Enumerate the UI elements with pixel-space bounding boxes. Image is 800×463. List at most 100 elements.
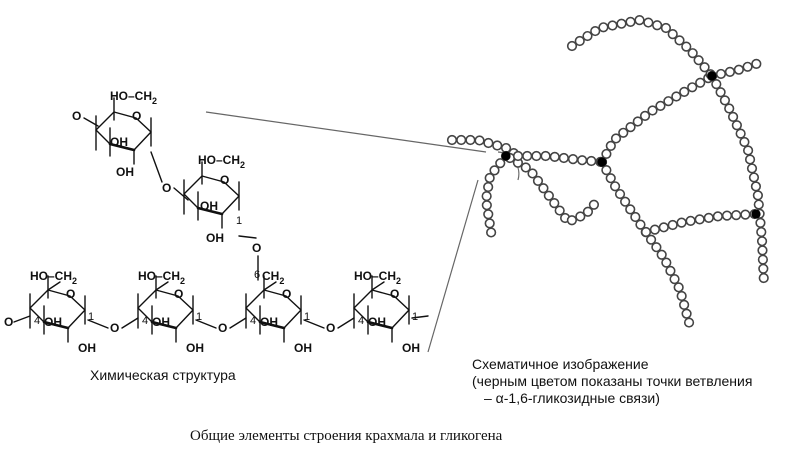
glucose-bead — [661, 257, 672, 268]
chain-left-top — [446, 134, 519, 159]
glucose-bead — [742, 145, 754, 156]
glycosidic-oxygen: O — [218, 321, 227, 335]
connector-line-bottom — [427, 179, 479, 353]
glucose-bead — [758, 272, 769, 284]
glucose-bead — [656, 249, 667, 260]
bond — [371, 281, 385, 291]
position-6-label: 6 — [254, 269, 260, 281]
chain-top-arc — [566, 14, 716, 80]
glucose-bead — [679, 299, 690, 310]
glucose-bead — [520, 162, 531, 173]
chemical-structure-caption: Химическая структура — [90, 367, 236, 383]
glucose-bead — [665, 265, 676, 276]
chain-to-upper-right — [596, 73, 714, 168]
ho-ch2-label: HO–CH2 — [30, 269, 77, 286]
glucose-bead — [540, 150, 551, 162]
terminal-oxygen: O — [4, 315, 13, 329]
bond — [366, 320, 394, 330]
glucose-bead — [735, 128, 746, 139]
ho-ch2-label: HO–CH2 — [198, 153, 245, 170]
glucose-bead — [601, 165, 612, 176]
ch2-label: CH2 — [262, 269, 284, 286]
connector-line-top — [205, 111, 487, 153]
glucose-bead — [495, 158, 506, 169]
bond — [87, 319, 109, 329]
glucose-bead — [590, 25, 601, 37]
glucose-bead — [486, 227, 497, 238]
position-4-label: 4 — [250, 315, 256, 327]
glucose-bead — [483, 181, 494, 193]
glucose-bead — [630, 211, 641, 223]
bond — [337, 317, 355, 329]
glucose-bead — [610, 133, 622, 144]
position-4-label: 4 — [142, 315, 148, 327]
glucose-bead — [575, 211, 586, 222]
bond — [303, 319, 325, 329]
glucose-bead — [724, 66, 736, 77]
glucose-bead — [577, 155, 588, 166]
glucose-bead — [660, 22, 672, 34]
glucose-bead — [481, 200, 492, 211]
glucose-bead — [758, 263, 769, 274]
glucose-bead — [625, 204, 636, 215]
oh-label: OH — [44, 315, 62, 329]
oh-label: OH — [78, 341, 96, 355]
glucose-bead — [676, 290, 687, 302]
glucose-bead — [679, 86, 690, 97]
glucose-bead — [727, 111, 739, 122]
glucose-bead — [746, 163, 758, 174]
bond — [263, 281, 277, 291]
glucose-bead — [667, 219, 678, 231]
glucose-bead — [674, 35, 685, 46]
position-1-label: 1 — [304, 311, 310, 323]
glucose-bead — [719, 95, 731, 106]
branch-point — [597, 157, 607, 167]
glucose-bead — [649, 224, 660, 235]
glucose-bead — [481, 191, 492, 202]
glycosidic-oxygen: O — [326, 321, 335, 335]
glucose-bead — [748, 172, 760, 183]
glucose-bead — [681, 308, 692, 319]
bond — [121, 317, 139, 329]
glucose-bead — [740, 209, 751, 220]
bond — [108, 142, 136, 152]
glucose-bead — [607, 20, 618, 31]
schematic-caption: Схематичное изображение (черным цветом п… — [472, 356, 752, 407]
glucose-bead — [554, 205, 565, 216]
oh-label: OH — [260, 315, 278, 329]
glucose-bead — [588, 199, 600, 210]
glucose-bead — [598, 22, 609, 33]
glucose-bead — [484, 218, 495, 229]
oh-label: OH — [186, 341, 204, 355]
glucose-bead — [647, 105, 658, 116]
ho-ch2-label: HO–CH2 — [110, 89, 157, 106]
glucose-bead — [742, 61, 753, 72]
glucose-bead — [712, 211, 723, 222]
oh-label: OH — [206, 231, 224, 245]
glucose-bead — [483, 137, 494, 149]
ring-oxygen: O — [132, 109, 141, 123]
glucose-bead — [751, 58, 762, 69]
chain-lower-branch — [640, 208, 760, 238]
bond — [238, 235, 257, 239]
glucose-bead — [609, 181, 621, 192]
bond — [13, 315, 31, 323]
glucose-bead — [655, 100, 666, 111]
glucose-ring-branch-1: O — [183, 161, 240, 229]
bond — [42, 320, 70, 330]
glucose-bead — [634, 14, 645, 26]
glucose-bead — [639, 110, 651, 121]
glucose-bead — [750, 181, 762, 192]
chain-center-down — [596, 156, 695, 328]
ring-oxygen: O — [174, 287, 183, 301]
bond — [173, 187, 189, 201]
bond — [47, 281, 61, 291]
branch-terminal-oxygen: O — [72, 109, 81, 123]
figure-title: Общие элементы строения крахмала и глико… — [190, 428, 503, 444]
glucose-bead — [549, 151, 560, 162]
ho-ch2-label: HO–CH2 — [138, 269, 185, 286]
oh-label: OH — [402, 341, 420, 355]
glucose-bead — [601, 148, 612, 160]
glucose-bead — [667, 29, 678, 40]
glucose-bead — [753, 199, 764, 210]
